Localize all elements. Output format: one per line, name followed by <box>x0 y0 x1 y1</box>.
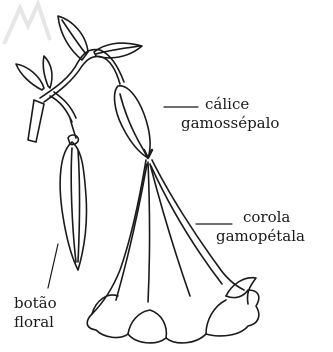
corolla-mouth <box>87 290 259 343</box>
calice-label-line1: cálice <box>205 95 249 113</box>
corola-label: corola gamopétala <box>243 208 305 246</box>
leaf-top <box>58 16 88 60</box>
corolla-vein-4 <box>151 166 222 284</box>
floral-bud-rib-2 <box>78 150 80 262</box>
corolla-vein-2 <box>150 164 190 296</box>
stem-stub <box>28 100 44 142</box>
floral-bud-rib <box>71 148 76 262</box>
corolla-tube-right <box>152 160 244 290</box>
botao-label-line2: floral <box>14 313 57 332</box>
stem-branch <box>50 96 72 122</box>
calice-label-line2: gamossépalo <box>181 114 279 133</box>
corola-label-line2: gamopétala <box>216 227 305 246</box>
botao-pointer <box>48 244 58 288</box>
corolla-vein-1 <box>148 162 150 302</box>
stem-branch-inner <box>54 92 76 118</box>
botao-label-line1: botão <box>14 294 57 313</box>
floral-bud <box>60 142 86 270</box>
calice-label: cálice gamossépalo <box>205 95 279 133</box>
calyx <box>115 86 151 158</box>
corolla-lobe-mid <box>128 310 166 338</box>
stem-inner <box>44 56 120 102</box>
corola-label-line1: corola <box>243 208 290 226</box>
botao-label: botão floral <box>14 294 57 332</box>
corolla-lobe-right <box>206 300 226 334</box>
leaf-left-2 <box>43 56 52 88</box>
leaf-left-1 <box>16 64 44 90</box>
